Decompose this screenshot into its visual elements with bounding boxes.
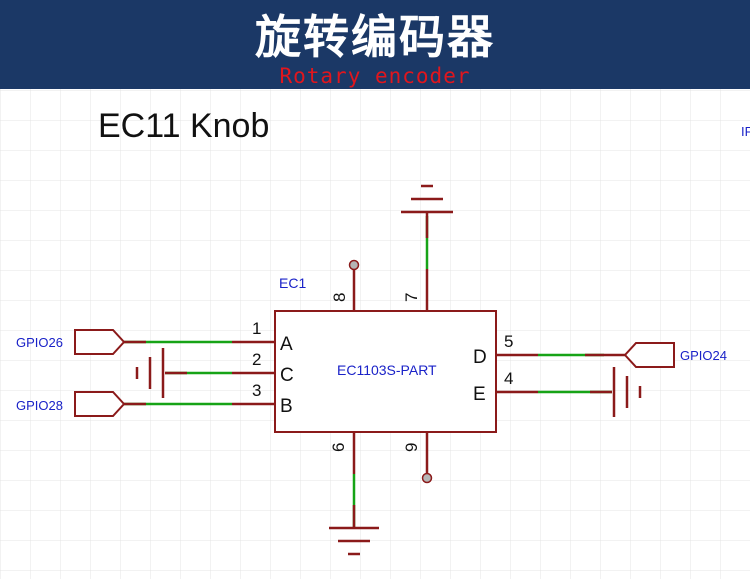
net-port-gpio28-label: GPIO28 bbox=[16, 398, 63, 413]
net-port-gpio26-label: GPIO26 bbox=[16, 335, 63, 350]
pin-number-4: 4 bbox=[504, 369, 513, 388]
banner-title: 旋转编码器 bbox=[255, 10, 495, 64]
pin-number-5: 5 bbox=[504, 332, 513, 351]
banner-subtitle: Rotary encoder bbox=[279, 64, 471, 88]
ground-symbol-top bbox=[401, 184, 453, 216]
encoder-body[interactable] bbox=[274, 310, 497, 433]
pin-number-9: 9 bbox=[402, 443, 421, 452]
pin-number-7: 7 bbox=[402, 293, 421, 302]
net-port-gpio26[interactable]: GPIO26 bbox=[16, 329, 126, 355]
net-port-gpio24[interactable]: GPIO24 bbox=[623, 342, 727, 368]
ground-symbol-bottom bbox=[329, 526, 379, 556]
component-designator: EC1 bbox=[279, 275, 306, 291]
net-port-gpio24-label: GPIO24 bbox=[680, 348, 727, 363]
pin-number-3: 3 bbox=[252, 381, 261, 400]
pin-name-B: B bbox=[280, 396, 293, 417]
pin-stubs bbox=[232, 269, 538, 474]
pin-name-D: D bbox=[473, 347, 487, 368]
pin-name-E: E bbox=[473, 384, 486, 405]
pin-number-1: 1 bbox=[252, 319, 261, 338]
offpage-label-fragment: IF bbox=[741, 124, 750, 139]
ground-symbol-left bbox=[135, 348, 165, 398]
ground-symbol-right bbox=[612, 367, 642, 417]
net-port-gpio28[interactable]: GPIO28 bbox=[16, 391, 126, 417]
schematic-canvas: EC11 Knob IF EC1 EC1103S-PART bbox=[0, 89, 750, 579]
header-banner: 旋转编码器 Rotary encoder bbox=[0, 0, 750, 89]
no-connect-pin-6 bbox=[421, 472, 433, 484]
pin-number-6: 6 bbox=[329, 443, 348, 452]
wire-segments bbox=[124, 216, 612, 527]
pin-name-C: C bbox=[280, 365, 294, 386]
pin-number-8: 8 bbox=[330, 293, 349, 302]
pin-name-A: A bbox=[280, 334, 293, 355]
component-part-name: EC1103S-PART bbox=[337, 362, 437, 378]
schematic-heading: EC11 Knob bbox=[98, 107, 269, 145]
no-connect-pin-8 bbox=[348, 259, 360, 271]
pin-number-2: 2 bbox=[252, 350, 261, 369]
